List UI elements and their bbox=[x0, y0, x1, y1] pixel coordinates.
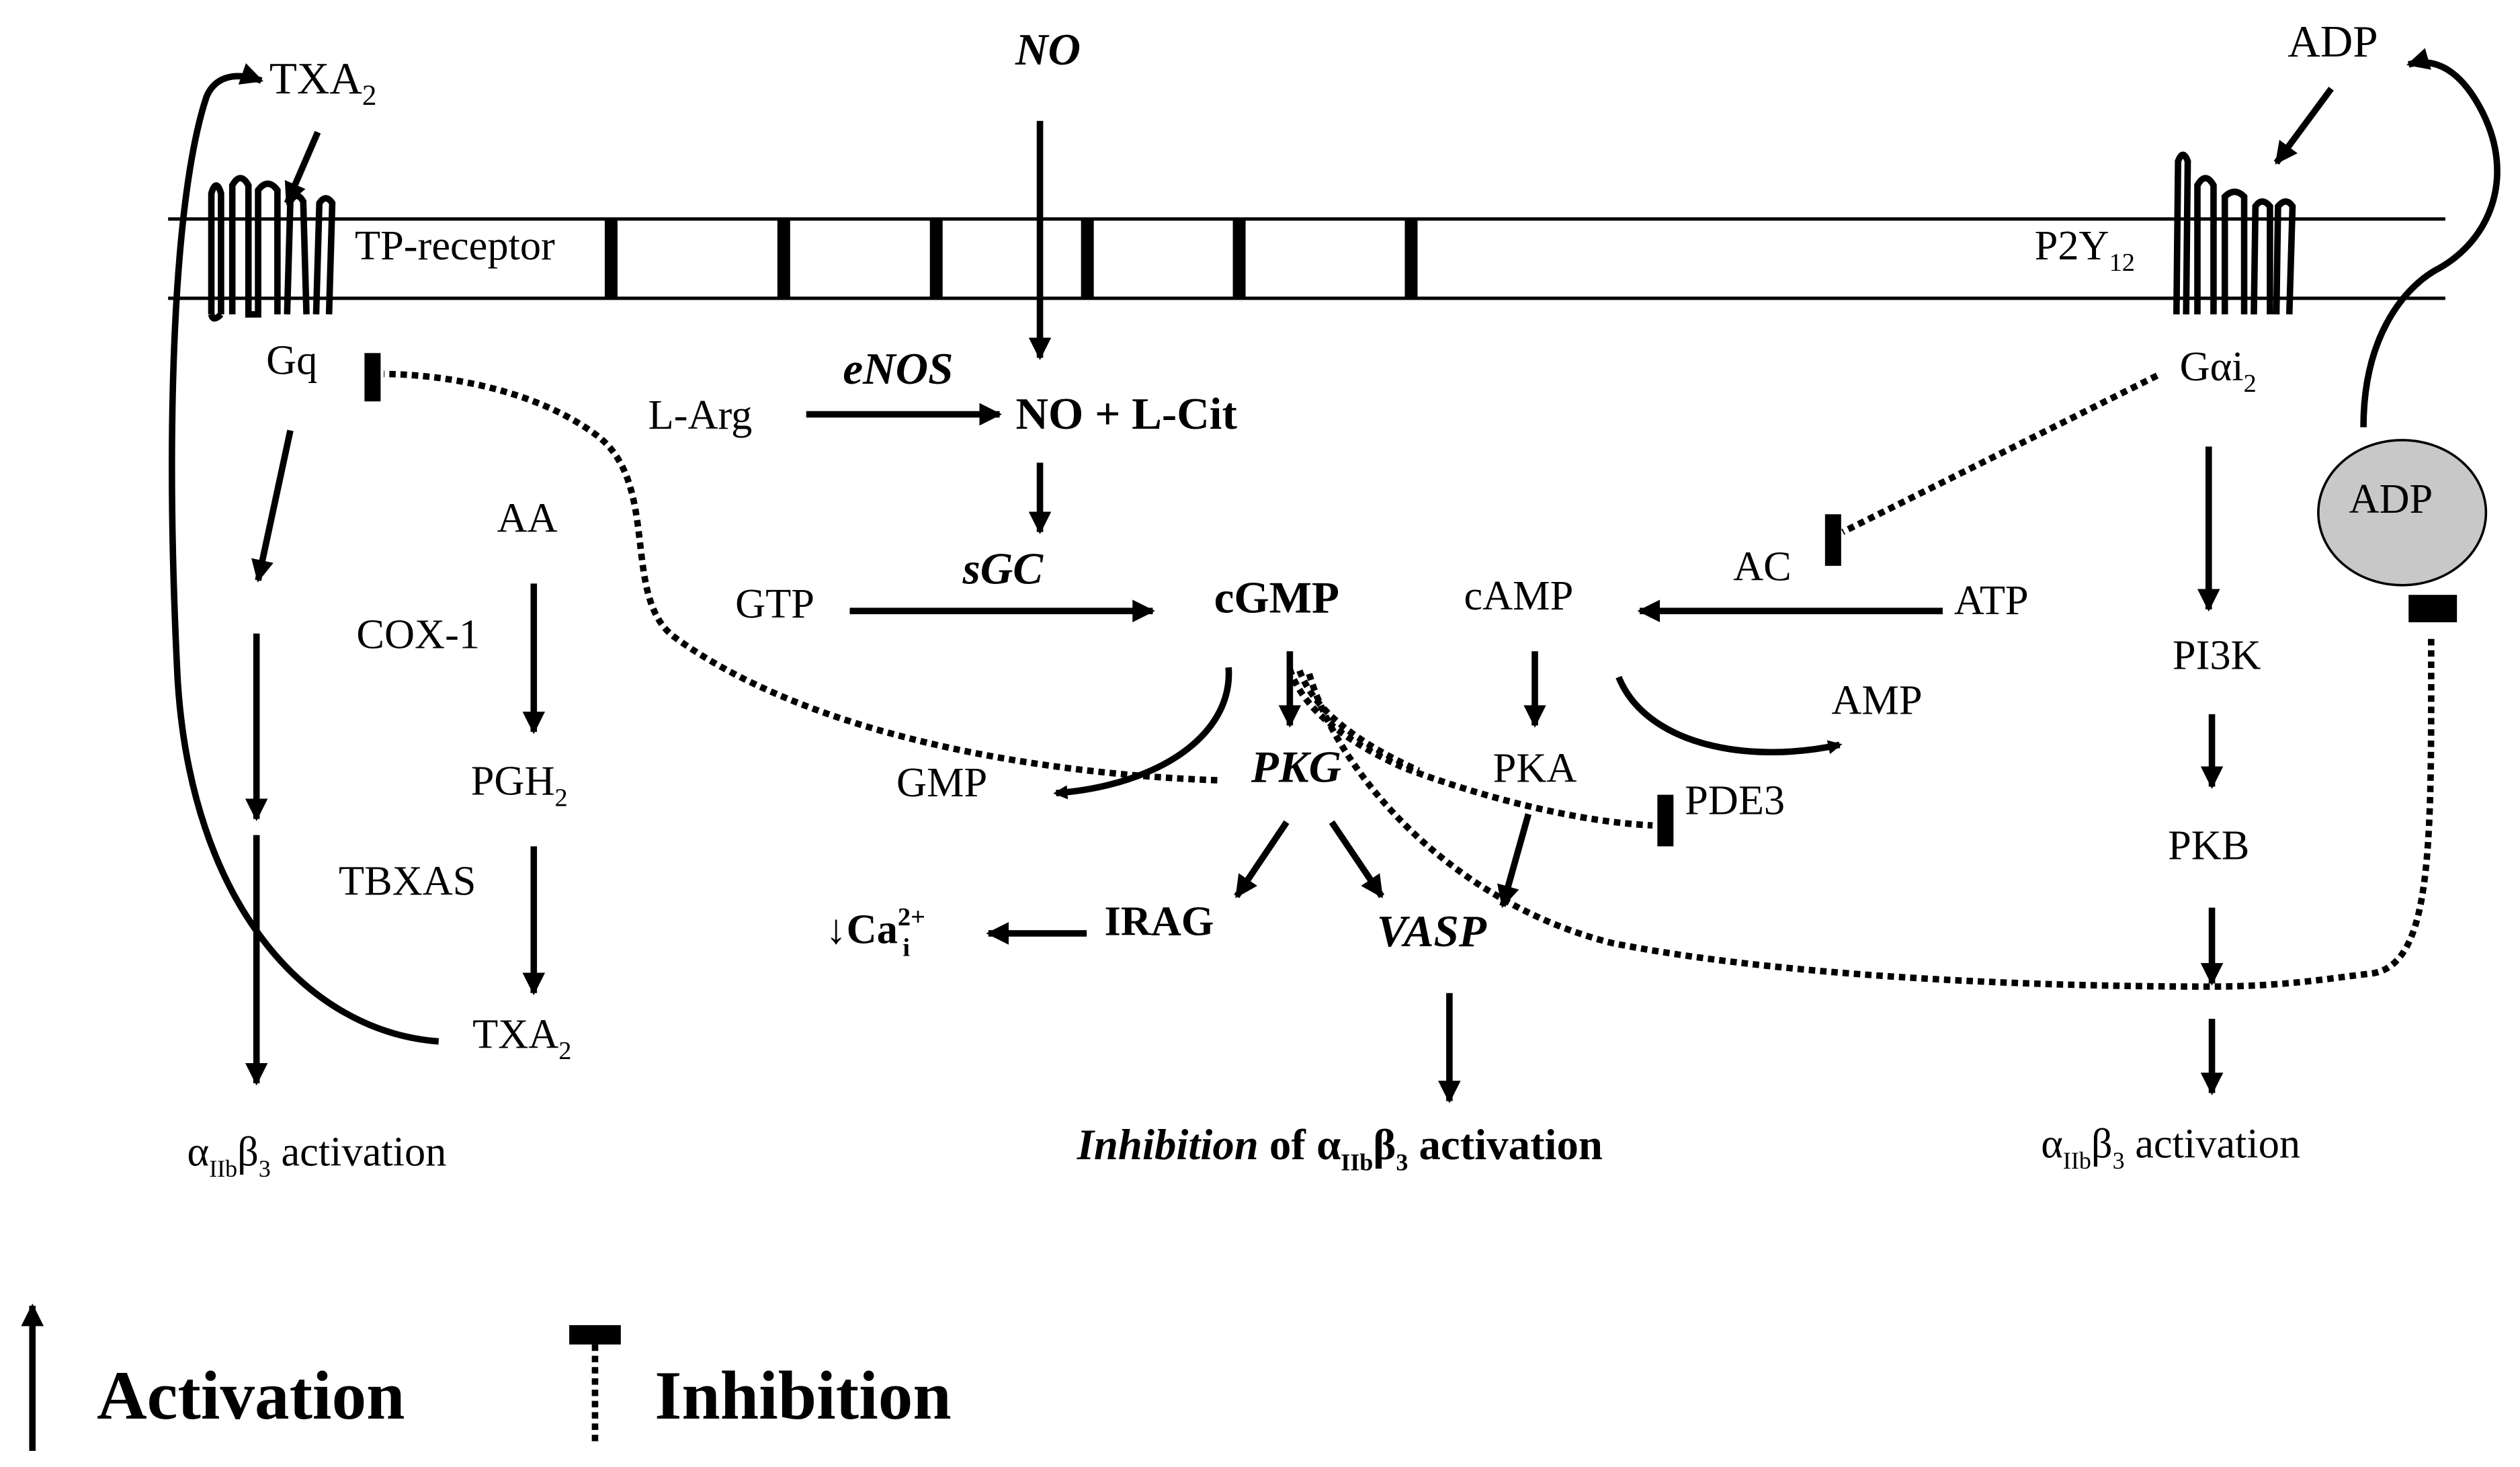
gq-block bbox=[364, 353, 381, 402]
gtp-label: GTP bbox=[735, 581, 814, 627]
p2y12-label: P2Y12 bbox=[2035, 222, 2135, 277]
legend-inhibition-label: Inhibition bbox=[655, 1357, 951, 1434]
adp-ellipse bbox=[2317, 439, 2488, 587]
aa-label: AA bbox=[497, 495, 558, 542]
pkg-label: PKG bbox=[1251, 741, 1341, 792]
tbxas-label: TBXAS bbox=[339, 857, 476, 904]
integrin-activation-right: αIIbβ3 activation bbox=[2041, 1120, 2300, 1174]
integrin-inhibition-center: Inhibition of αIIbβ3 activation bbox=[1077, 1121, 1603, 1176]
amp-label: AMP bbox=[1831, 677, 1922, 724]
inhibition-pkg-pde3-2 bbox=[1296, 669, 1421, 774]
sgc-label: sGC bbox=[962, 543, 1044, 593]
inhibition-gai-ac bbox=[1841, 372, 2159, 535]
p2y12-receptor-shape bbox=[2173, 151, 2296, 315]
adp-block bbox=[2408, 595, 2458, 622]
integrin-activation-left: αIIbβ3 activation bbox=[187, 1128, 447, 1182]
camp-label: cAMP bbox=[1464, 573, 1573, 619]
tp-receptor-label: TP-receptor bbox=[355, 222, 555, 269]
pgh2-label: PGH2 bbox=[471, 758, 568, 812]
gmp-label: GMP bbox=[896, 759, 987, 806]
cgmp-label: cGMP bbox=[1214, 573, 1339, 623]
txa2-mid-label: TXA2 bbox=[472, 1011, 571, 1065]
arc-camp-amp bbox=[1615, 675, 1843, 756]
txa2-top-label: TXA2 bbox=[269, 53, 377, 112]
legend-activation-label: Activation bbox=[97, 1357, 405, 1434]
vasp-label: VASP bbox=[1377, 906, 1487, 956]
adp-ellipse-label: ADP bbox=[2349, 476, 2433, 522]
irag-label: IRAG bbox=[1105, 898, 1214, 944]
arrow-txa2-receptor bbox=[284, 130, 321, 206]
inhibition-pkg-gq bbox=[384, 370, 1218, 784]
arrow-pka-vasp bbox=[1497, 813, 1532, 909]
ac-block bbox=[1824, 514, 1841, 567]
pde3-block bbox=[1657, 794, 1674, 847]
arrow-pkg-irag bbox=[1234, 820, 1290, 898]
legend-inhibition-block bbox=[569, 1325, 621, 1345]
no-lcit-label: NO + L-Cit bbox=[1016, 388, 1238, 439]
inhibition-lines bbox=[364, 353, 2458, 990]
larg-label: L-Arg bbox=[648, 392, 753, 438]
gai2-label: Gαi2 bbox=[2180, 343, 2257, 398]
pkb-label: PKB bbox=[2168, 823, 2249, 869]
adp-top-label: ADP bbox=[2287, 16, 2378, 67]
arrow-pkg-vasp bbox=[1329, 820, 1385, 898]
enos-label: eNOS bbox=[843, 343, 953, 394]
arrow-adp-release-loop bbox=[2360, 48, 2501, 427]
activation-arrows bbox=[169, 48, 2501, 1103]
arrow-adp-receptor bbox=[2273, 87, 2334, 165]
arrow-gq-down bbox=[251, 429, 294, 583]
gq-label: Gq bbox=[266, 337, 317, 384]
pi3k-label: PI3K bbox=[2173, 632, 2261, 679]
no-top-label: NO bbox=[1015, 24, 1081, 75]
arrow-txa2-loop bbox=[169, 63, 439, 1045]
arc-cgmp-gmp bbox=[1053, 667, 1232, 800]
ac-label: AC bbox=[1733, 544, 1792, 590]
cell-membrane bbox=[168, 217, 2445, 300]
atp-label: ATP bbox=[1954, 577, 2029, 624]
legend: Activation Inhibition bbox=[21, 1303, 952, 1452]
cox1-label: COX-1 bbox=[356, 611, 480, 657]
inhibition-pkg-p2y12 bbox=[1306, 636, 2435, 990]
calcium-label: ↓Ca2+i bbox=[825, 903, 925, 962]
pde3-label: PDE3 bbox=[1685, 777, 1785, 823]
inhibition-pkg-pde3 bbox=[1286, 668, 1653, 829]
pka-label: PKA bbox=[1493, 745, 1577, 791]
